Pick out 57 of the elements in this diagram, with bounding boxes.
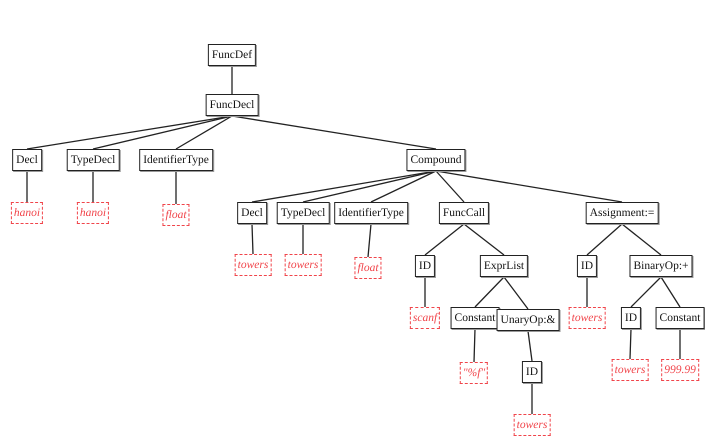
tree-edge <box>586 277 588 307</box>
value-box: towers <box>612 359 648 381</box>
tree-node-box: TypeDecl <box>66 149 120 171</box>
tree-edge <box>531 383 533 414</box>
tree-edge <box>251 224 254 254</box>
tree-node-box: Assignment:= <box>586 202 658 224</box>
tree-node-box: Decl <box>237 202 267 224</box>
tree-edge <box>176 115 232 150</box>
value-box: "%f" <box>460 362 488 384</box>
tree-edge <box>231 66 233 94</box>
tree-edge <box>464 223 504 256</box>
tree-node-box: ID <box>620 307 642 329</box>
tree-edge <box>436 170 464 202</box>
tree-edge <box>527 330 533 362</box>
value-box: scanf <box>410 307 440 329</box>
value-box: 999.99 <box>661 359 699 381</box>
value-box: towers <box>514 414 550 436</box>
tree-edge <box>302 224 304 254</box>
value-box: float <box>354 257 382 279</box>
tree-node-box: TypeDecl <box>276 202 330 224</box>
tree-node-box: FuncDef <box>208 44 256 66</box>
tree-edge <box>630 276 662 308</box>
tree-edge <box>424 277 426 307</box>
tree-node-box: Constant <box>656 307 704 329</box>
tree-edge <box>92 171 94 202</box>
tree-node-box: IdentifierType <box>139 149 213 171</box>
tree-edge <box>424 224 464 256</box>
tree-edge <box>586 224 622 256</box>
value-box: float <box>162 204 190 226</box>
tree-node-box: ExprList <box>480 255 528 277</box>
tree-node-box: ID <box>522 361 542 383</box>
tree-edge <box>473 328 476 362</box>
value-box: towers <box>568 307 606 329</box>
tree-edge <box>679 329 681 359</box>
tree-node-box: BinaryOp:+ <box>629 255 693 277</box>
tree-edge <box>370 170 436 203</box>
tree-node-box: ID <box>576 255 598 277</box>
tree-node-box: ID <box>414 255 436 277</box>
tree-node-box: Decl <box>12 149 42 171</box>
tree-edge <box>503 276 529 310</box>
tree-edge <box>367 224 372 258</box>
value-box: towers <box>234 254 272 276</box>
tree-edge <box>175 171 177 204</box>
tree-node-box: FuncCall <box>438 202 490 224</box>
value-box: hanoi <box>10 202 44 224</box>
value-box: towers <box>284 254 322 276</box>
tree-node-box: FuncDecl <box>206 94 258 116</box>
tree-edge <box>622 224 662 256</box>
tree-node-box: Compound <box>406 149 466 171</box>
tree-edge <box>26 171 28 202</box>
tree-node-box: Constant <box>450 307 500 329</box>
tree-node-box: IdentifierType <box>334 202 408 224</box>
tree-edge <box>474 276 504 308</box>
tree-node-box: UnaryOp:& <box>496 309 560 331</box>
tree-edge <box>660 276 681 308</box>
tree-edge <box>629 328 632 360</box>
value-box: hanoi <box>76 202 110 224</box>
